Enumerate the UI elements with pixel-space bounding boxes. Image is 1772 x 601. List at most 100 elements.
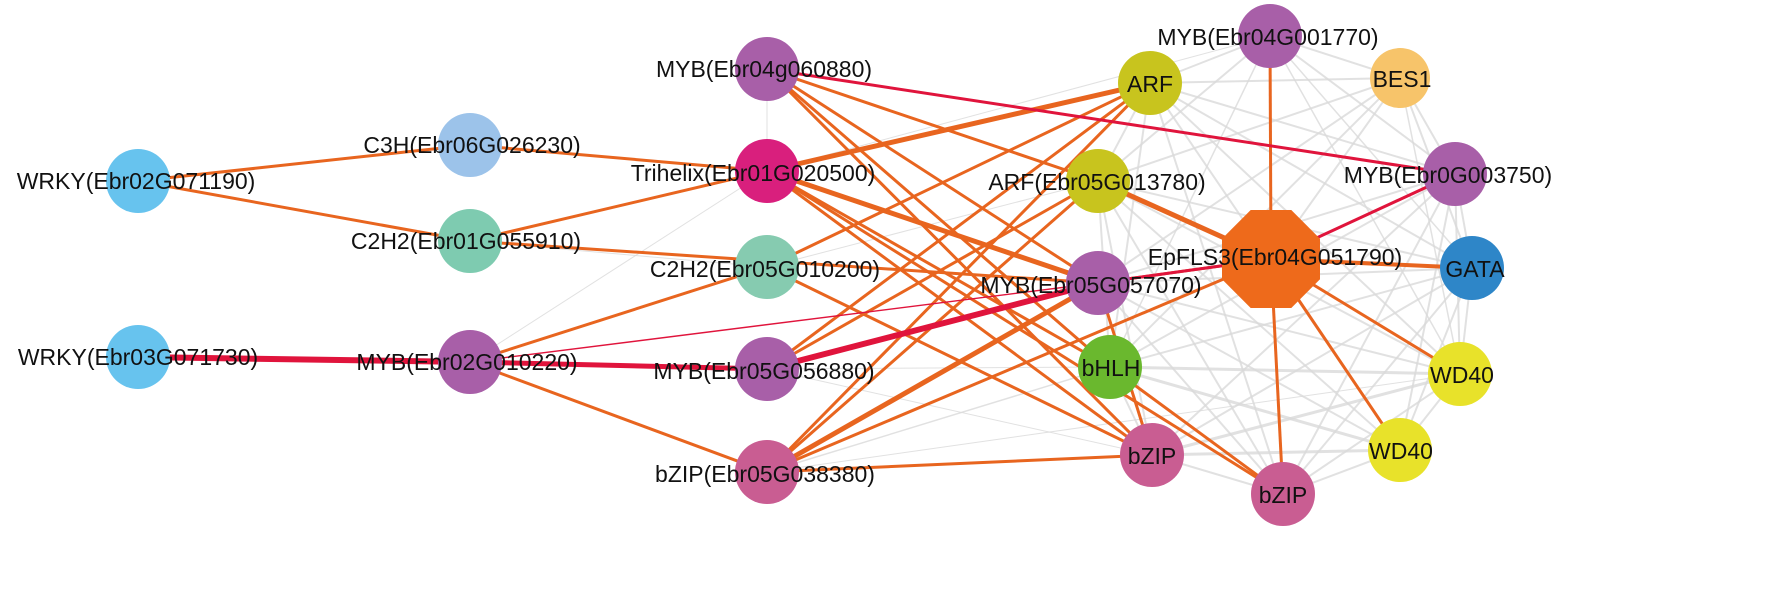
node-c2h2a xyxy=(438,209,502,273)
edge-myb04001-bhlh xyxy=(1109,35,1271,368)
edge-myb056-bzip1 xyxy=(766,368,1153,456)
edge-bzip038-hub xyxy=(766,257,1272,474)
label-bzip2: bZIP xyxy=(1259,482,1308,508)
edge-arf2-wd40b xyxy=(1097,180,1401,451)
edge-bzip038-bzip1 xyxy=(766,453,1153,474)
edge-myb04001-myb0g xyxy=(1269,35,1456,175)
node-arf1 xyxy=(1118,51,1182,115)
node-bzip038 xyxy=(735,440,799,504)
node-wd40b xyxy=(1368,418,1432,482)
edge-myb056-bhlh xyxy=(766,366,1111,370)
label-bzip1: bZIP xyxy=(1128,443,1177,469)
node-c3h xyxy=(438,113,502,177)
edge-wrky1-c2h2a xyxy=(137,179,471,243)
edge-c3h-trihelix xyxy=(469,143,768,173)
label-myb04001: MYB(Ebr04G001770) xyxy=(1157,24,1378,50)
edge-bzip2-wd40a xyxy=(1282,373,1461,495)
node-wrky1 xyxy=(106,149,170,213)
node-arf2 xyxy=(1066,149,1130,213)
node-myb02 xyxy=(438,330,502,394)
edge-myb02-bzip038 xyxy=(469,360,768,474)
edge-bzip1-wd40a xyxy=(1151,372,1461,457)
network-nodes xyxy=(106,4,1504,526)
edge-myb057-bes1 xyxy=(1097,77,1401,284)
edge-bzip1-wd40b xyxy=(1151,448,1401,457)
node-myb056 xyxy=(735,337,799,401)
edge-arf2-myb04001 xyxy=(1097,35,1271,182)
edge-bhlh-wd40a xyxy=(1109,365,1461,376)
label-c3h: C3H(Ebr06G026230) xyxy=(363,132,580,158)
edge-wrky2-myb02 xyxy=(137,354,471,365)
label-gata: GATA xyxy=(1445,256,1505,282)
edge-arf1-gata xyxy=(1149,82,1473,269)
edge-trihelix-bzip2 xyxy=(766,169,1284,496)
highlighted-edges xyxy=(137,35,1473,496)
node-labels: WRKY(Ebr02G071190) WRKY(Ebr03G071730) C3H(… xyxy=(17,24,1553,508)
label-trihelix: Trihelix(Ebr01G020500) xyxy=(631,160,876,186)
label-myb057: MYB(Ebr05G057070) xyxy=(980,272,1201,298)
background-edges xyxy=(469,35,1473,495)
label-arf1: ARF xyxy=(1127,71,1173,97)
edge-bhlh-gata xyxy=(1109,267,1473,368)
edge-myb04g-bhlh xyxy=(766,67,1111,369)
edge-arf2-bzip2 xyxy=(1097,180,1284,495)
edge-arf1-bes1 xyxy=(1149,77,1401,84)
edge-bhlh-bzip2 xyxy=(1109,365,1284,496)
node-bes1 xyxy=(1370,48,1430,108)
label-bes1: BES1 xyxy=(1373,66,1432,92)
edge-bzip1-myb0g xyxy=(1151,173,1456,456)
edge-myb02-myb057 xyxy=(469,282,1099,363)
node-myb04g xyxy=(735,37,799,101)
node-wrky2 xyxy=(106,325,170,389)
label-arf2: ARF(Ebr05G013780) xyxy=(988,169,1205,195)
label-myb056: MYB(Ebr05G056880) xyxy=(653,358,874,384)
node-bzip1 xyxy=(1120,423,1184,487)
node-bhlh xyxy=(1078,335,1142,399)
edge-c2h2a-trihelix xyxy=(469,169,768,243)
edge-bzip2-myb0g xyxy=(1282,173,1456,495)
edge-bzip038-myb057 xyxy=(765,280,1100,475)
label-myb02: MYB(Ebr02G010220) xyxy=(356,349,577,375)
label-wd40a: WD40 xyxy=(1430,362,1494,388)
edge-bzip038-wd40a xyxy=(766,373,1461,473)
label-wrky2: WRKY(Ebr03G071730) xyxy=(18,344,258,370)
edge-myb04g-myb057 xyxy=(766,67,1099,285)
edge-myb04001-wd40a xyxy=(1269,35,1461,375)
label-c2h2b: C2H2(Ebr05G010200) xyxy=(650,256,880,282)
label-myb0g: MYB(Ebr0G003750) xyxy=(1344,162,1552,188)
label-wd40b: WD40 xyxy=(1369,438,1433,464)
label-wrky1: WRKY(Ebr02G071190) xyxy=(17,168,256,194)
edge-trihelix-arf1 xyxy=(766,80,1151,174)
edge-bzip038-bhlh xyxy=(766,366,1111,473)
node-trihelix xyxy=(735,139,799,203)
edge-myb056-arf1 xyxy=(766,81,1151,371)
node-gata xyxy=(1440,236,1504,300)
edge-myb0g-wd40b xyxy=(1399,173,1456,451)
label-bzip038: bZIP(Ebr05G038380) xyxy=(655,461,875,487)
edge-bzip2-gata xyxy=(1282,267,1473,495)
edge-wrky1-c3h xyxy=(137,143,471,183)
edge-c2h2b-arf1 xyxy=(766,81,1151,269)
edge-myb02-trihelix xyxy=(469,170,768,363)
label-myb04g: MYB(Ebr04g060880) xyxy=(656,56,872,82)
edge-myb056-myb057 xyxy=(766,280,1099,372)
edge-myb04001-gata xyxy=(1269,35,1473,269)
edge-trihelix-myb057 xyxy=(766,168,1099,286)
edge-bhlh-wd40b xyxy=(1109,365,1401,452)
edge-myb02-myb056 xyxy=(469,359,768,372)
edge-myb056-arf2 xyxy=(766,179,1099,371)
edge-trihelix-bhlh xyxy=(766,169,1111,369)
edge-trihelix-bzip1 xyxy=(766,169,1153,457)
node-bzip2 xyxy=(1251,462,1315,526)
edge-bes1-wd40a xyxy=(1399,77,1461,375)
edge-myb02-c2h2b xyxy=(469,265,768,364)
edge-myb04g-bzip1 xyxy=(765,67,1154,457)
node-myb057 xyxy=(1066,251,1130,315)
edge-arf1-myb0g xyxy=(1149,82,1456,175)
node-c2h2b xyxy=(735,235,799,299)
node-myb0g xyxy=(1423,142,1487,206)
label-hub: EpFLS3(Ebr04G051790) xyxy=(1148,244,1402,270)
edge-trihelix-myb04001 xyxy=(766,35,1271,172)
node-hub xyxy=(1222,210,1320,308)
